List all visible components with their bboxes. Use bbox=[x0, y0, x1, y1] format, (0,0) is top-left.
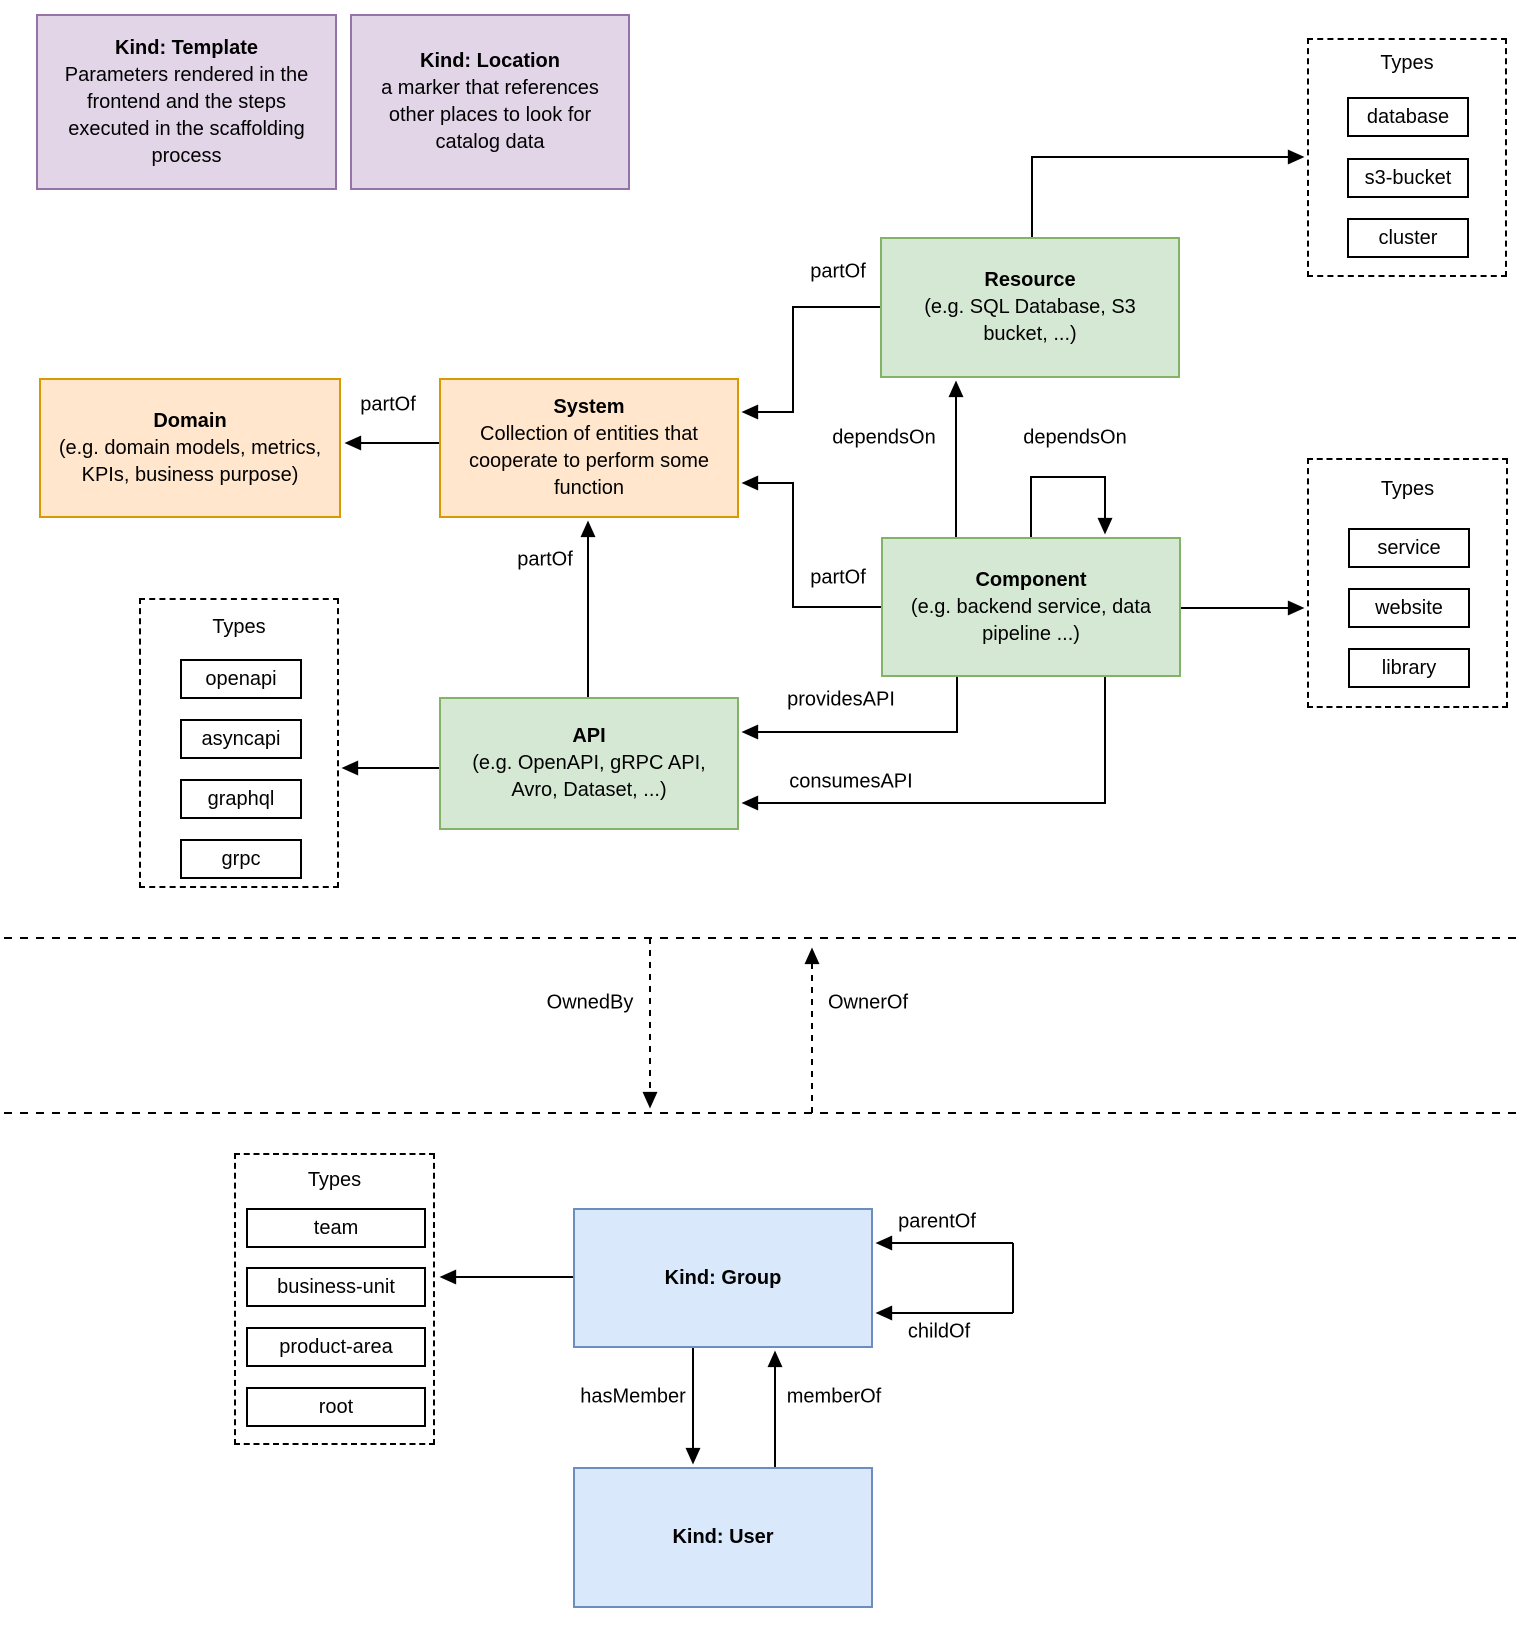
edge-label-ownedby: OwnedBy bbox=[543, 991, 637, 1015]
type-item: business-unit bbox=[246, 1267, 426, 1307]
node-title: System bbox=[553, 396, 625, 418]
edge-label-partof: partOf bbox=[807, 260, 869, 284]
edge-label-childof: childOf bbox=[904, 1320, 974, 1344]
edge-label-dependson: dependsOn bbox=[829, 426, 939, 450]
panel-resource-types: Types database s3-bucket cluster bbox=[1307, 38, 1507, 277]
edge-partof-resource-system bbox=[741, 306, 880, 420]
edge-resource-types bbox=[1031, 149, 1305, 237]
node-body: Parameters rendered in the frontend and … bbox=[64, 63, 309, 167]
type-item: asyncapi bbox=[180, 719, 302, 759]
panel-title: Types bbox=[307, 1169, 362, 1191]
node-body: Collection of entities that cooperate to… bbox=[468, 423, 710, 499]
type-item: root bbox=[246, 1387, 426, 1427]
edge-label-ownerof: OwnerOf bbox=[824, 991, 912, 1015]
node-body: (e.g. backend service, data pipeline ...… bbox=[910, 595, 1152, 645]
node-title: Component bbox=[975, 568, 1087, 591]
node-api: API (e.g. OpenAPI, gRPC API, Avro, Datas… bbox=[439, 697, 739, 830]
panel-component-types: Types service website library bbox=[1307, 458, 1508, 708]
node-title: Kind: Location bbox=[420, 50, 560, 72]
node-component: Component (e.g. backend service, data pi… bbox=[881, 537, 1181, 677]
type-item: cluster bbox=[1347, 218, 1469, 258]
edge-label-partof: partOf bbox=[357, 393, 419, 417]
type-item: website bbox=[1348, 588, 1470, 628]
node-title: Domain bbox=[153, 409, 227, 432]
panel-group-types: Types team business-unit product-area ro… bbox=[234, 1153, 435, 1445]
edge-label-consumesapi: consumesAPI bbox=[786, 770, 916, 794]
type-item: database bbox=[1347, 97, 1469, 137]
node-kind-template: Kind: Template Parameters rendered in th… bbox=[36, 14, 337, 190]
type-item: library bbox=[1348, 648, 1470, 688]
type-item: product-area bbox=[246, 1327, 426, 1367]
edge-dependson-component-self bbox=[1030, 476, 1113, 537]
edge-label-parentof: parentOf bbox=[895, 1210, 979, 1234]
node-body: (e.g. SQL Database, S3 bucket, ...) bbox=[924, 296, 1136, 345]
panel-api-types: Types openapi asyncapi graphql grpc bbox=[139, 598, 339, 888]
edge-label-providesapi: providesAPI bbox=[784, 688, 898, 712]
type-item: team bbox=[246, 1208, 426, 1248]
type-item: grpc bbox=[180, 839, 302, 879]
node-resource: Resource (e.g. SQL Database, S3 bucket, … bbox=[880, 237, 1180, 378]
node-title: Kind: Group bbox=[664, 1266, 782, 1289]
node-domain: Domain (e.g. domain models, metrics, KPI… bbox=[39, 378, 341, 518]
panel-title: Types bbox=[1380, 52, 1434, 74]
edge-label-memberof: memberOf bbox=[783, 1385, 885, 1409]
panel-title: Types bbox=[212, 616, 266, 638]
node-kind-user: Kind: User bbox=[573, 1467, 873, 1608]
type-item: openapi bbox=[180, 659, 302, 699]
type-item: graphql bbox=[180, 779, 302, 819]
node-title: Resource bbox=[984, 269, 1076, 291]
node-body: (e.g. domain models, metrics, KPIs, busi… bbox=[58, 436, 322, 486]
type-item: s3-bucket bbox=[1347, 158, 1469, 198]
node-title: Kind: User bbox=[672, 1526, 774, 1548]
node-kind-location: Kind: Location a marker that references … bbox=[350, 14, 630, 190]
edge-label-partof: partOf bbox=[807, 566, 869, 590]
edge-label-partof: partOf bbox=[514, 548, 576, 572]
edge-label-hasmember: hasMember bbox=[577, 1385, 689, 1409]
type-item: service bbox=[1348, 528, 1470, 568]
node-kind-group: Kind: Group bbox=[573, 1208, 873, 1348]
node-title: API bbox=[572, 725, 606, 747]
panel-title: Types bbox=[1380, 478, 1435, 500]
edge-label-dependson: dependsOn bbox=[1020, 426, 1130, 450]
node-system: System Collection of entities that coope… bbox=[439, 378, 739, 518]
node-body: a marker that references other places to… bbox=[381, 77, 599, 153]
node-title: Kind: Template bbox=[115, 36, 258, 59]
node-body: (e.g. OpenAPI, gRPC API, Avro, Dataset, … bbox=[472, 752, 706, 801]
